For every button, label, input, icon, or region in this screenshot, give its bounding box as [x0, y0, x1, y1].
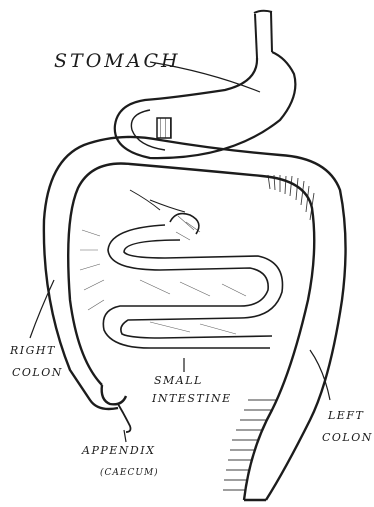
appendix-label: APPENDIX — [82, 445, 155, 456]
small-intestine-label-line1: SMALL — [154, 375, 203, 386]
stomach-label: STOMACH — [54, 52, 181, 71]
left-colon-label-line2: COLON — [322, 432, 373, 443]
small-intestine-label-line2: INTESTINE — [152, 393, 232, 404]
small-intestine — [103, 190, 282, 348]
left-colon-label-line1: LEFT — [328, 410, 364, 421]
caecum-label: (CAECUM) — [100, 469, 159, 478]
right-colon-label-line1: RIGHT — [10, 345, 56, 356]
pylorus — [157, 118, 171, 138]
esophagus — [254, 11, 272, 58]
appendix — [118, 404, 131, 432]
right-colon-label-line2: COLON — [12, 367, 63, 378]
